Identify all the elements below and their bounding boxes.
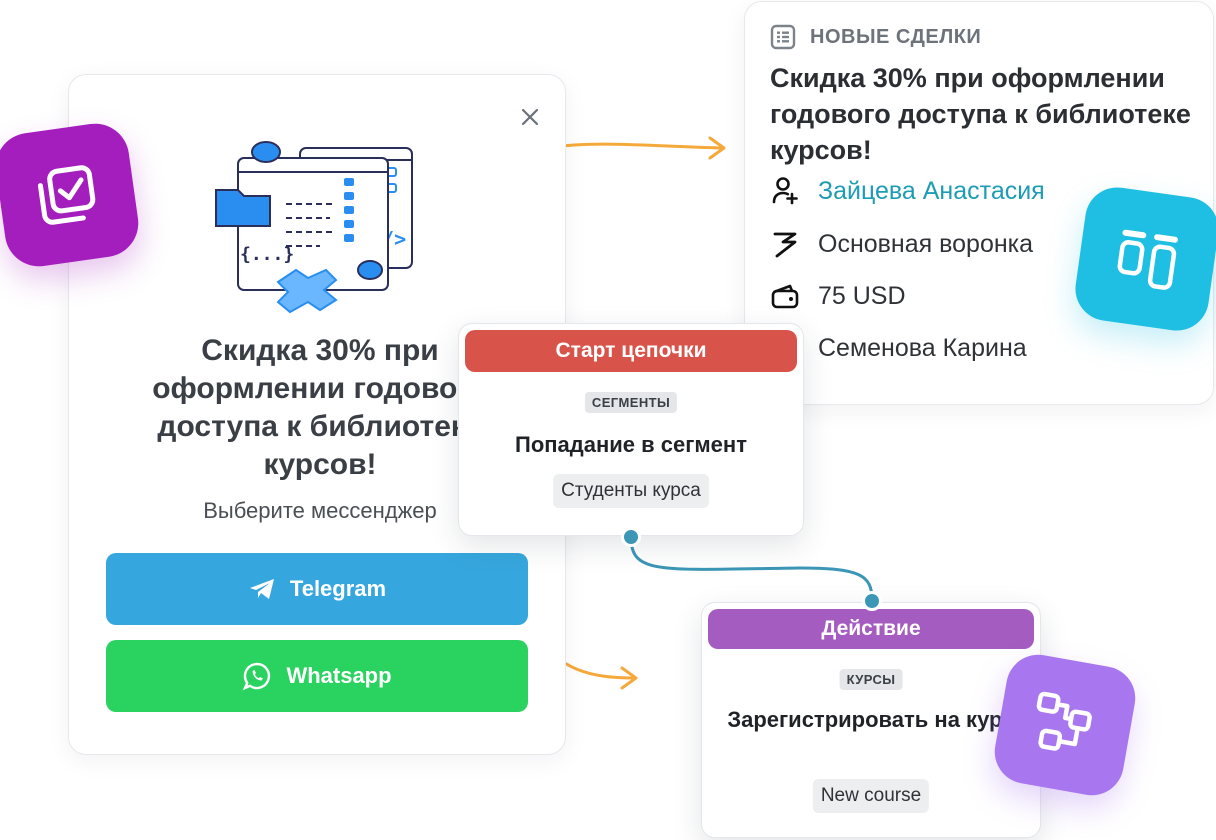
- flow-start-chip[interactable]: Студенты курса: [553, 474, 709, 508]
- add-user-icon: [772, 177, 798, 205]
- list-icon: [770, 24, 796, 50]
- deal-header: НОВЫЕ СДЕЛКИ: [770, 24, 981, 50]
- deal-funnel: Основная воронка: [770, 229, 1033, 259]
- flow-start-header: Старт цепочки: [465, 330, 797, 372]
- flow-tile: [989, 649, 1141, 801]
- funnel-icon: [773, 232, 797, 258]
- deal-header-label: НОВЫЕ СДЕЛКИ: [810, 25, 982, 48]
- whatsapp-icon: [243, 662, 271, 691]
- whatsapp-label: Whatsapp: [286, 663, 392, 688]
- flow-action-chip[interactable]: New course: [812, 779, 930, 813]
- close-icon: [521, 108, 539, 126]
- telegram-icon: [249, 579, 274, 599]
- deal-price: 75 USD: [770, 281, 906, 311]
- kanban-icon: [1117, 229, 1178, 290]
- deal-contact[interactable]: Зайцева Анастасия: [770, 176, 1045, 206]
- checkbox-tile: [0, 119, 143, 271]
- popup-subtitle: Выберите мессенджер: [203, 498, 437, 523]
- flow-action-badge: КУРСЫ: [839, 669, 903, 690]
- svg-text:{...}: {...}: [240, 244, 294, 265]
- flow-start-title: Попадание в сегмент: [515, 432, 747, 457]
- flow-action-input-port[interactable]: [862, 591, 882, 611]
- code-window-illustration: </> {...}: [215, 141, 413, 314]
- close-button[interactable]: [516, 103, 544, 131]
- flow-start-output-port[interactable]: [621, 527, 641, 547]
- popup-title: Скидка 30% при оформлении годового досту…: [152, 334, 488, 481]
- checkbox-stack-icon: [37, 165, 96, 225]
- wallet-icon: [771, 284, 799, 309]
- deal-owner: Семенова Карина: [770, 333, 1027, 363]
- kanban-tile: [1071, 183, 1216, 335]
- deal-funnel-text: Основная воронка: [818, 229, 1034, 258]
- telegram-button[interactable]: Telegram: [106, 553, 528, 625]
- deal-title: Скидка 30% при оформлении годового досту…: [770, 63, 1191, 165]
- telegram-label: Telegram: [289, 576, 387, 601]
- flow-connector: [629, 536, 874, 601]
- flow-start-badge: СЕГМЕНТЫ: [584, 392, 678, 413]
- flow-start-card[interactable]: Старт цепочки СЕГМЕНТЫ Попадание в сегме…: [458, 323, 804, 536]
- deal-contact-name: Зайцева Анастасия: [818, 176, 1045, 205]
- deal-owner-text: Семенова Карина: [818, 333, 1027, 362]
- flow-action-card[interactable]: Действие КУРСЫ Зарегистрировать на курс …: [701, 602, 1041, 838]
- whatsapp-button[interactable]: Whatsapp: [106, 640, 528, 712]
- flow-action-title: Зарегистрировать на курс: [727, 707, 1015, 732]
- flow-action-header: Действие: [708, 609, 1034, 649]
- deal-price-text: 75 USD: [818, 281, 906, 310]
- flow-nodes-icon: [1036, 691, 1092, 751]
